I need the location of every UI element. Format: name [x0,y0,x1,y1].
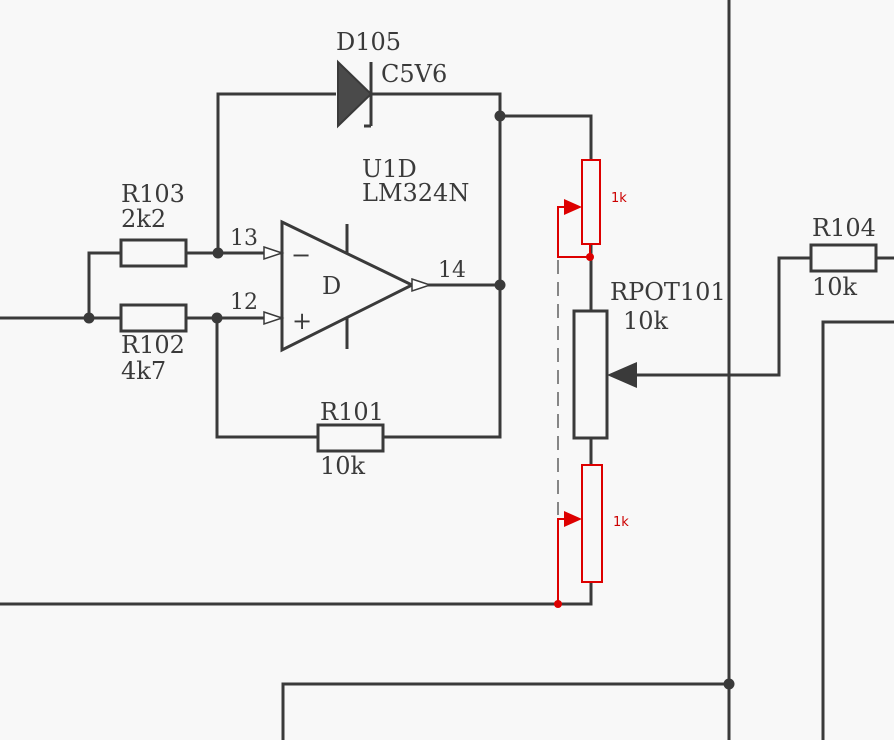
u1d-unit-label: D [322,272,341,300]
junction-dot [212,247,224,259]
junctions [83,110,735,690]
pin-arrow-icon [411,277,433,293]
wire-diode-feedback [216,92,336,253]
u1d-ref-label: U1D [362,155,417,183]
resistor-r104 [809,243,878,273]
noninverting-input-sign: + [292,307,312,335]
junction-dot [494,279,506,291]
r102-value-label: 4k7 [121,357,166,385]
opamp-u1d [263,219,433,353]
pin-arrow-icon [263,245,285,261]
d105-ref-label: D105 [336,28,401,56]
pin-12-label: 12 [230,290,258,315]
wire-wiper [634,256,810,377]
pot-top-value-label: 1k [611,191,627,206]
potentiometer-rpot101 [572,309,609,440]
resistor-pot-bottom-1k [581,464,603,583]
r103-ref-label: R103 [121,180,185,208]
pin-14-label: 14 [438,258,466,283]
wire-vertical-bus-right [821,320,894,740]
r101-ref-label: R101 [320,398,384,426]
rpot101-value-label: 10k [623,307,669,335]
junction-dot [494,110,506,122]
r103-value-label: 2k2 [121,205,166,233]
junction-dot [83,312,95,324]
wire-input-split [87,251,120,318]
pot-split-overlay [554,159,603,608]
red-wire-bottom [557,518,566,604]
u1d-part-label: LM324N [362,179,469,207]
resistor-pot-top-1k [581,159,601,245]
red-wire-top [557,206,591,258]
pin-13-label: 13 [230,226,258,251]
d105-value-label: C5V6 [381,60,447,88]
resistor-r102 [119,303,188,333]
red-wiper-arrow-icon [564,511,582,527]
wire-bottom-bus [281,682,729,740]
junction-dot [723,678,735,690]
rpot101-ref-label: RPOT101 [610,278,726,306]
wire-r101-left [215,318,318,439]
r104-value-label: 10k [812,273,858,301]
r102-ref-label: R102 [121,331,185,359]
pin-arrow-icon [263,310,285,326]
inverting-input-sign: − [291,241,311,269]
pot-bottom-value-label: 1k [613,515,629,530]
resistor-r101 [316,423,385,453]
red-junction-dot [554,600,562,608]
zener-diode-d105 [337,59,373,129]
wire-diode-cathode [372,92,502,439]
red-wiper-arrow-icon [564,199,582,215]
red-junction-dot [586,253,594,261]
resistor-r103 [119,238,188,268]
wiper-arrow-icon [607,362,637,388]
junction-dot [211,312,223,324]
r104-ref-label: R104 [812,214,876,242]
r101-value-label: 10k [320,452,366,480]
